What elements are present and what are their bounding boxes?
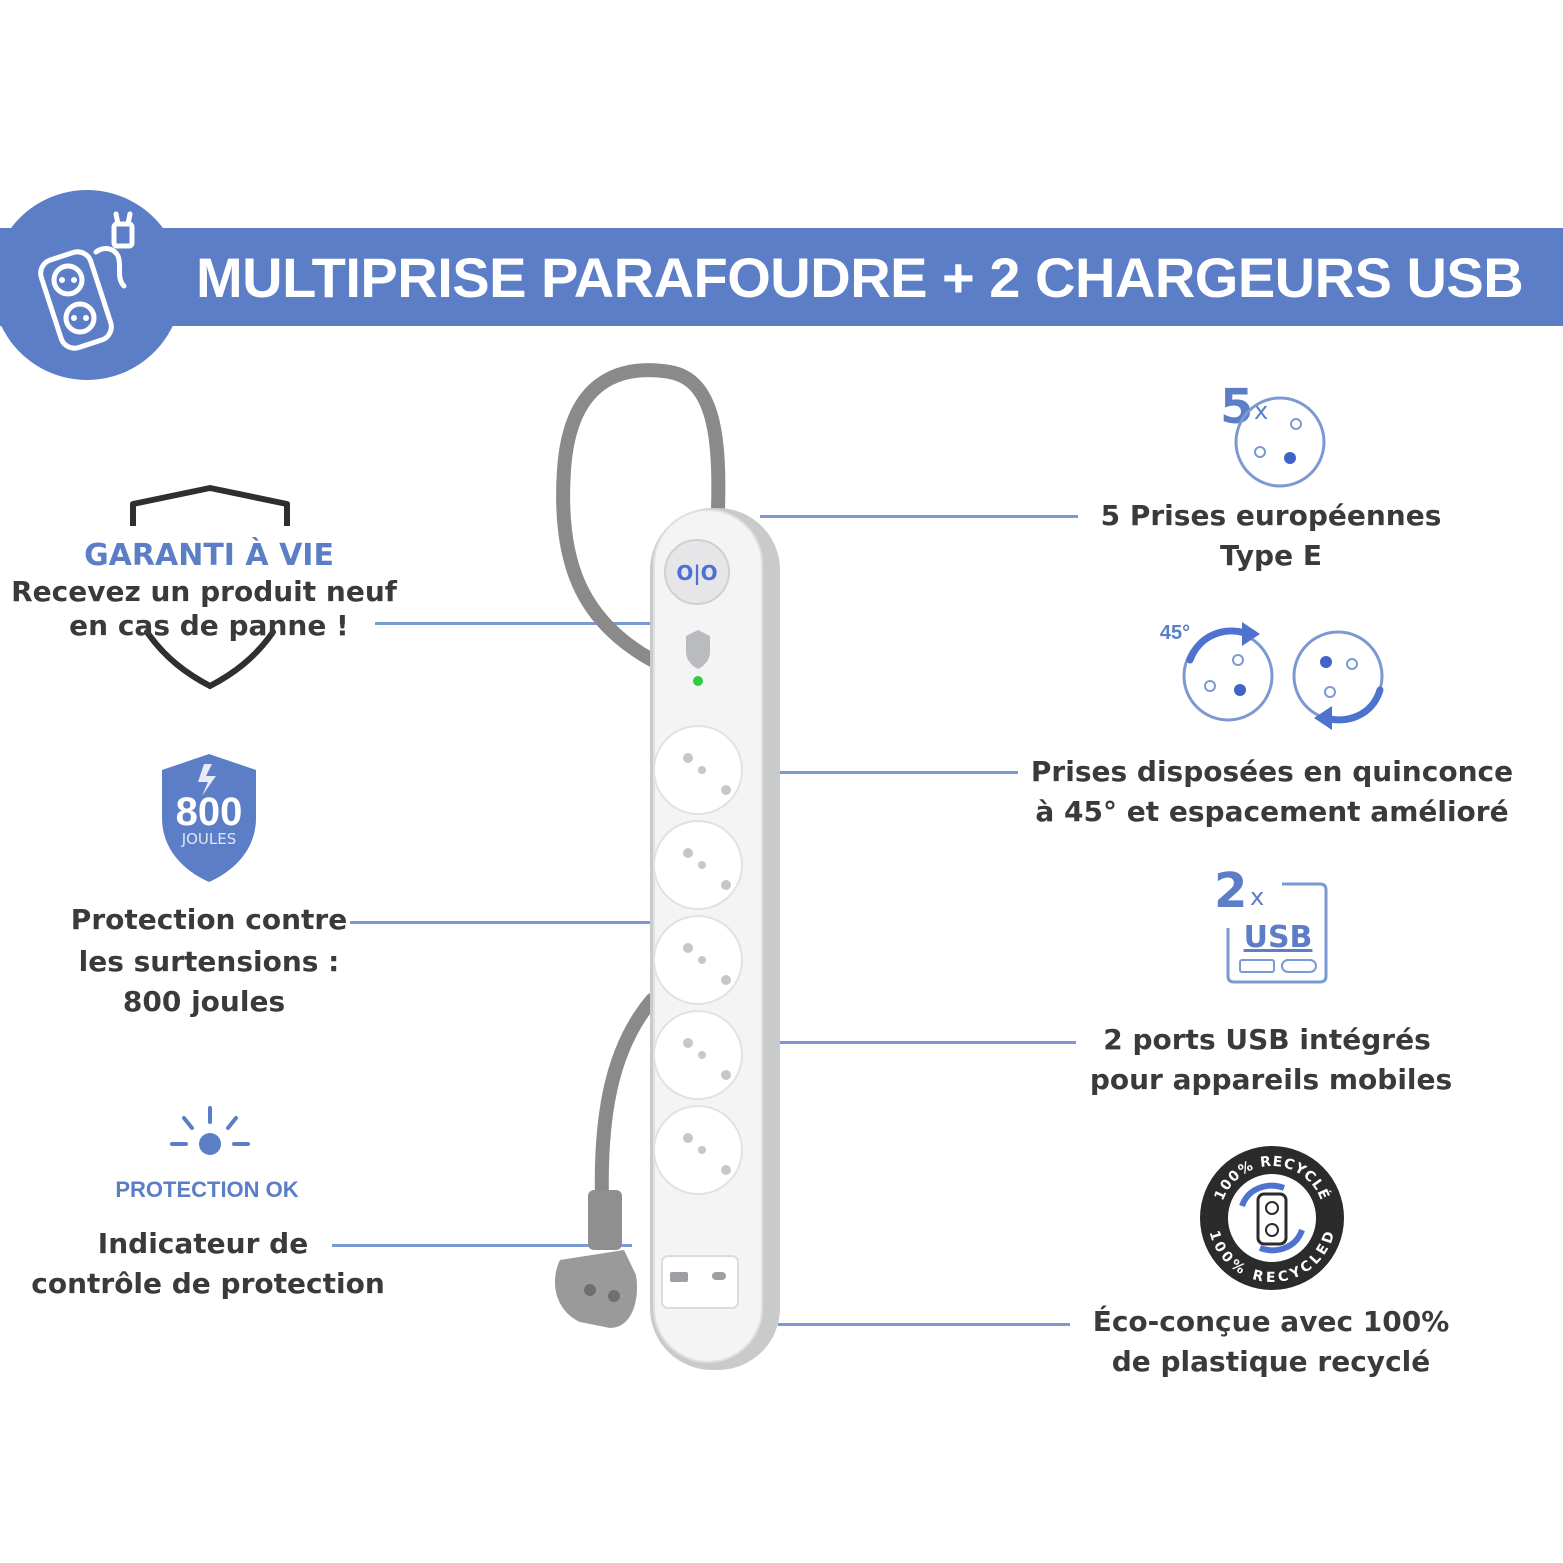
connector-line-warranty [375,622,655,625]
rotated-outlet-icon [1182,622,1384,730]
eco-caption-line1: Éco-conçue avec 100% [1092,1305,1450,1338]
banner-badge [0,190,182,380]
usb-ports-icon [1226,882,1328,984]
connector-line-surge [350,921,655,924]
indicator-label: PROTECTION OK [115,1177,299,1202]
shield-lightning-icon [162,754,256,882]
usb-caption-line1: 2 ports USB intégrés [1103,1023,1431,1056]
surge-caption-line3: 800 joules [122,985,286,1018]
connector-line-rotation [778,771,1018,774]
warranty-caption-line2: en cas de panne ! [69,609,349,642]
indicator-caption-line1: Indicateur de [97,1227,309,1260]
surge-caption-line1: Protection contre [70,903,348,936]
eco-caption-line2: de plastique recyclé [1111,1345,1431,1378]
rotation-caption-line1: Prises disposées en quinconce [1030,755,1514,788]
title-banner [0,228,1563,326]
surge-caption-line2: les surtensions : [78,945,340,978]
outlets-caption-line1: 5 Prises européennes [1100,499,1442,532]
outlets-caption-line2: Type E [1220,539,1322,572]
usb-caption-line2: pour appareils mobiles [1089,1063,1453,1096]
warranty-badge-title: GARANTI À VIE [84,538,334,573]
recycle-seal-icon: 100% RECYCLÉ 100% RECYCLED [1200,1146,1344,1290]
usb-times: x [1250,883,1265,911]
rotation-angle: 45° [1159,622,1191,644]
plug-icon [554,1190,637,1328]
rotation-caption-line2: à 45° et espacement amélioré [1035,795,1509,828]
connector-line-indicator [332,1244,632,1247]
usb-label: USB [1243,920,1313,955]
connector-line-eco [778,1323,1070,1326]
page-title: MULTIPRISE PARAFOUDRE + 2 CHARGEURS USB [196,246,1524,309]
surge-badge-unit: JOULES [181,830,237,848]
surge-badge-number: 800 [175,790,243,834]
power-strip-product: O|O [554,363,780,1370]
power-strip-icon [38,211,135,351]
light-indicator-icon [170,1106,250,1155]
shield-outline-icon [130,485,290,690]
svg-text:O|O: O|O [676,561,717,585]
usb-count: 2 [1214,863,1248,919]
warranty-caption-line1: Recevez un produit neuf [11,575,397,608]
connector-line-usb [778,1041,1076,1044]
connector-line-outlets [760,515,1078,518]
indicator-caption-line2: contrôle de protection [31,1267,385,1300]
outlet-icon [1234,396,1326,488]
outlets-count: 5 [1220,379,1254,435]
